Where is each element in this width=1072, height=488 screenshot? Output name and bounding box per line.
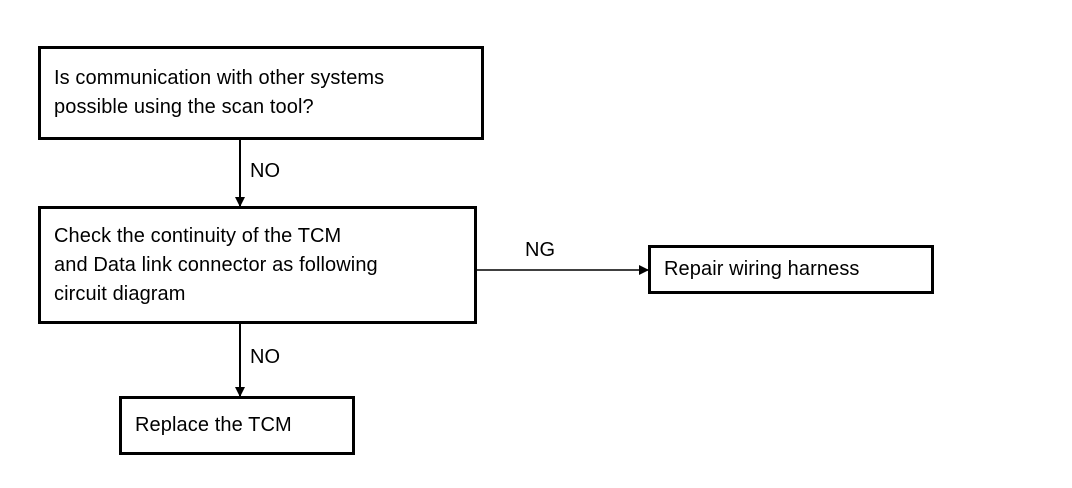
repair-text: Repair wiring harness	[664, 258, 860, 280]
edge-label-no-lower: NO	[250, 346, 280, 368]
check-box	[38, 206, 477, 324]
question-box	[38, 46, 484, 140]
repair-box	[648, 245, 934, 294]
replace-text: Replace the TCM	[135, 414, 292, 436]
check-text: Check the continuity of the TCM and Data…	[54, 225, 378, 305]
replace-box	[119, 396, 355, 455]
edge-label-ng: NG	[525, 239, 555, 261]
edge-label-no-upper: NO	[250, 160, 280, 182]
question-text: Is communication with other systems poss…	[54, 67, 385, 118]
